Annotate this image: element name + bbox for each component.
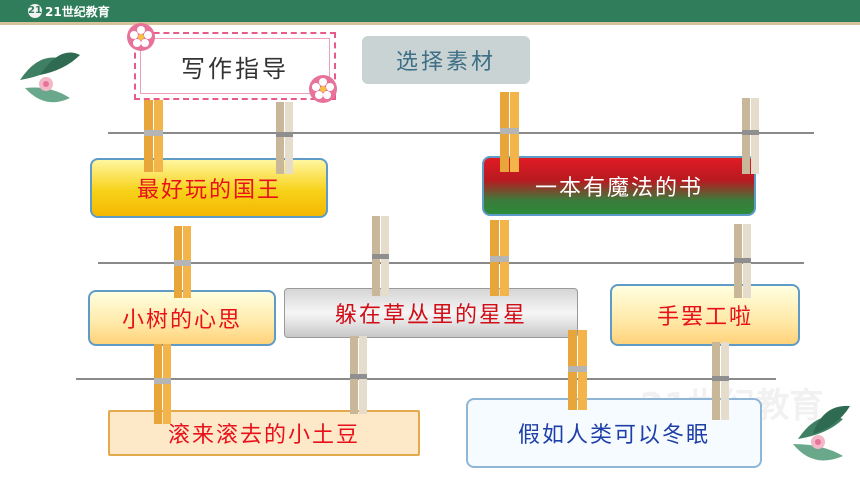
topic-label: 躲在草丛里的星星: [334, 303, 527, 328]
clothespin-icon: [712, 342, 729, 420]
topic-card[interactable]: 躲在草丛里的星星: [284, 288, 578, 338]
clothespin-icon: [500, 92, 519, 172]
clothespin-icon: [490, 220, 509, 296]
leaf-decoration-left-icon: [20, 52, 80, 103]
leaf-decoration-right-icon: [793, 405, 850, 461]
guide-title: 写作指导: [181, 54, 289, 83]
flower-icon: [309, 75, 337, 103]
topic-label: 一本有魔法的书: [534, 176, 703, 201]
select-material-button[interactable]: 选择素材: [362, 36, 530, 84]
topic-card[interactable]: 手罢工啦: [610, 284, 800, 346]
top-bar-underline: [0, 22, 860, 25]
guide-title-inner-border: [140, 38, 330, 94]
clothesline: [98, 262, 804, 264]
clothespin-icon: [174, 226, 191, 298]
clothespin-icon: [372, 216, 389, 296]
clothesline: [76, 378, 776, 380]
topic-card[interactable]: 一本有魔法的书: [482, 156, 756, 216]
guide-title-box: 写作指导: [134, 32, 336, 100]
topic-label: 小树的心思: [121, 308, 242, 333]
clothespin-icon: [350, 336, 367, 414]
topic-label: 滚来滚去的小土豆: [167, 423, 360, 448]
topic-label: 最好玩的国王: [136, 178, 281, 203]
topic-label: 假如人类可以冬眠: [517, 423, 710, 448]
logo-mark-icon: 21: [28, 4, 42, 18]
clothespin-icon: [276, 102, 293, 174]
topic-card[interactable]: 滚来滚去的小土豆: [108, 410, 420, 456]
clothespin-icon: [742, 98, 759, 174]
clothespin-icon: [154, 344, 171, 424]
clothespin-icon: [568, 330, 587, 410]
flower-icon: [127, 23, 155, 51]
logo: 21 21世纪教育: [28, 3, 110, 19]
top-bar: [0, 0, 860, 22]
clothespin-icon: [144, 100, 163, 172]
topic-label: 手罢工啦: [656, 305, 753, 330]
clothespin-icon: [734, 224, 751, 298]
logo-text: 21世纪教育: [45, 4, 110, 19]
select-material-label: 选择素材: [395, 50, 496, 75]
topic-card[interactable]: 小树的心思: [88, 290, 276, 346]
clothesline: [108, 132, 814, 134]
